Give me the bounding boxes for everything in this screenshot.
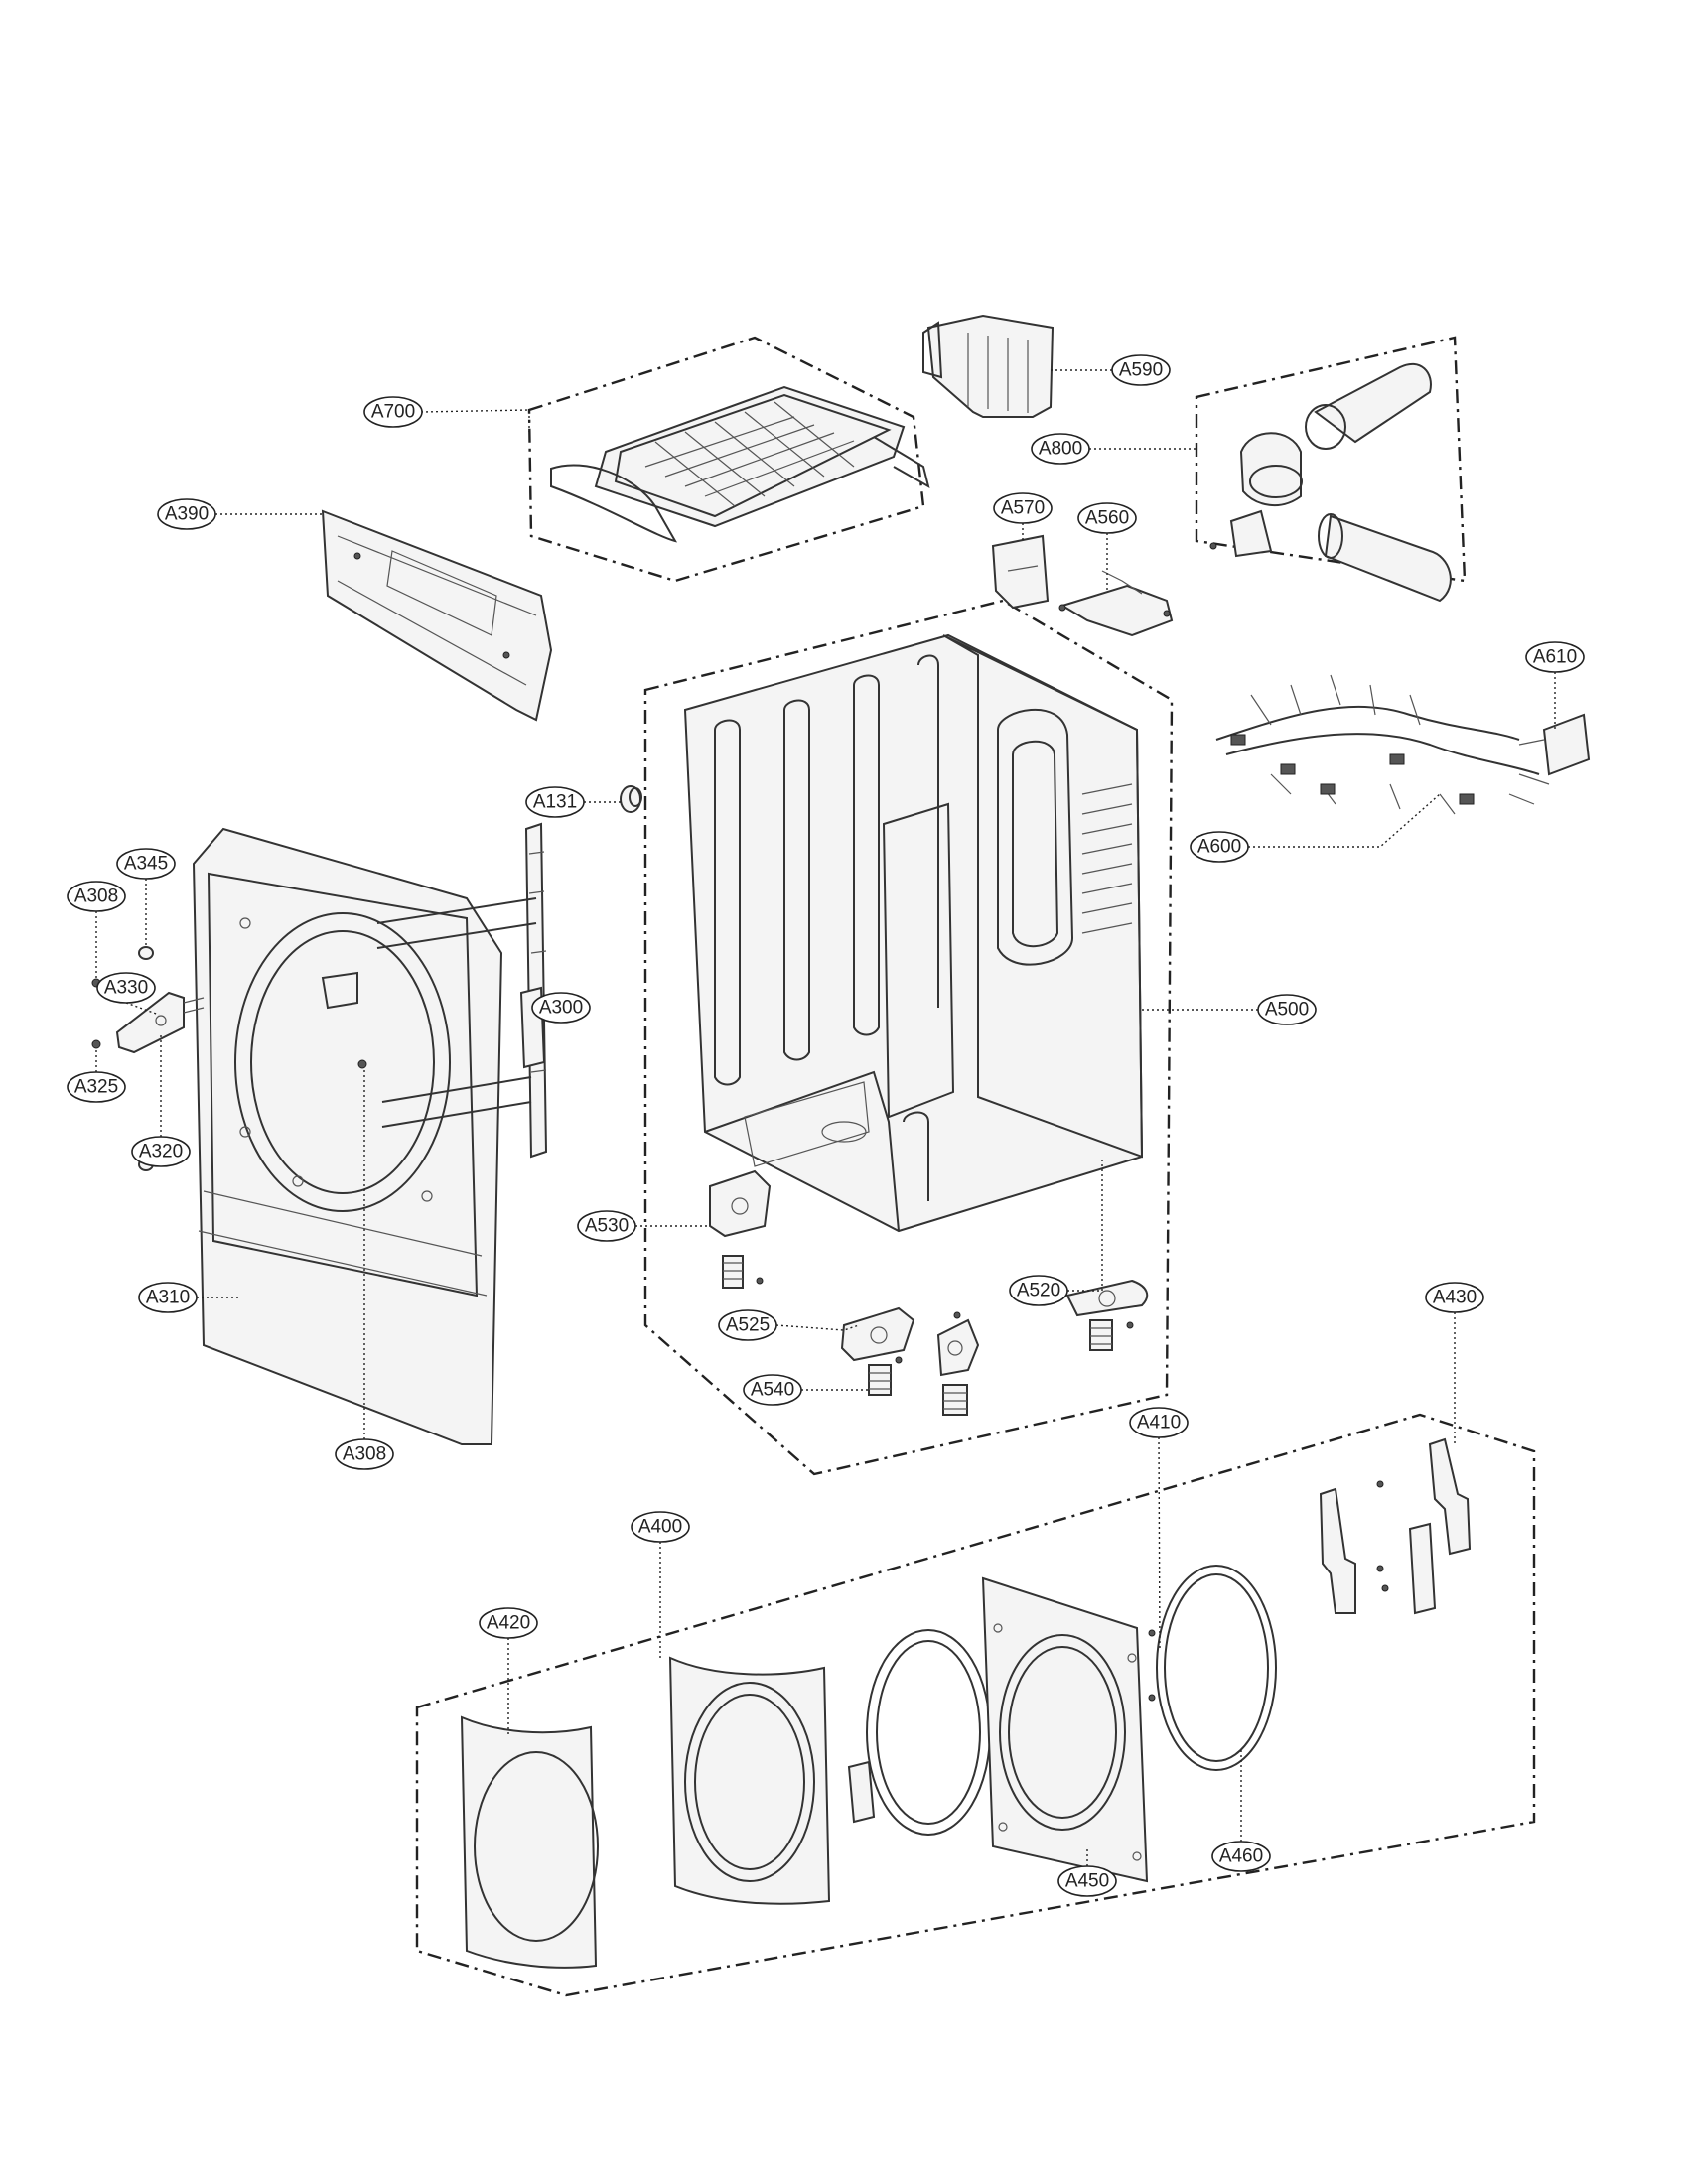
label-A345: A345 <box>116 848 176 880</box>
label-A308-bottom: A308 <box>335 1438 394 1470</box>
label-A590: A590 <box>1111 354 1171 386</box>
svg-text:A530: A530 <box>585 1216 629 1237</box>
label-A325: A325 <box>67 1071 126 1103</box>
door-frame-part <box>668 1656 831 1905</box>
screw-side-part <box>91 1039 101 1049</box>
leg-bracket-center-part <box>936 1311 980 1416</box>
svg-text:A410: A410 <box>1137 1413 1181 1433</box>
svg-text:A320: A320 <box>139 1142 183 1162</box>
group-border-cabinet <box>643 599 1174 1476</box>
label-A570: A570 <box>993 492 1053 524</box>
label-A560: A560 <box>1077 502 1137 534</box>
svg-text:A310: A310 <box>146 1288 190 1308</box>
outer-door-part <box>460 1715 599 1969</box>
group-border-top-plate <box>527 336 925 583</box>
group-border-duct <box>1195 336 1467 583</box>
label-A300: A300 <box>531 992 591 1024</box>
svg-text:A540: A540 <box>751 1380 794 1401</box>
label-A330: A330 <box>96 972 156 1004</box>
label-A520: A520 <box>1009 1275 1068 1306</box>
cover-plate-part <box>991 534 1050 610</box>
svg-text:A800: A800 <box>1039 439 1082 460</box>
svg-text:A308: A308 <box>74 887 118 907</box>
svg-text:A131: A131 <box>533 792 577 813</box>
svg-text:A590: A590 <box>1119 360 1163 381</box>
label-A500: A500 <box>1257 994 1317 1025</box>
svg-text:A430: A430 <box>1433 1288 1477 1308</box>
label-A131: A131 <box>525 786 585 818</box>
label-A308-top: A308 <box>67 881 126 912</box>
label-A450: A450 <box>1057 1865 1117 1897</box>
bracket-part <box>922 314 1055 418</box>
duct-part <box>1209 362 1452 603</box>
label-A320: A320 <box>131 1136 191 1167</box>
svg-text:A330: A330 <box>104 978 148 999</box>
sensor-part <box>1058 570 1174 637</box>
svg-text:A390: A390 <box>165 504 209 525</box>
svg-text:A560: A560 <box>1085 508 1129 529</box>
cabinet-part <box>683 633 1144 1233</box>
small-knob-part <box>620 785 642 813</box>
label-A600: A600 <box>1190 831 1249 863</box>
leader-lines <box>95 369 1556 1866</box>
leg-bracket-front-part <box>840 1306 915 1396</box>
hinge-assembly-part <box>1319 1437 1472 1615</box>
label-A410: A410 <box>1129 1407 1189 1438</box>
gasket-part <box>1148 1565 1277 1771</box>
rear-panel-part <box>321 509 553 722</box>
leg-bracket-right-part <box>1065 1279 1149 1351</box>
front-panel-part <box>192 827 503 1445</box>
svg-text:A460: A460 <box>1219 1846 1263 1867</box>
svg-text:A525: A525 <box>726 1315 770 1336</box>
group-border-door <box>415 1413 1536 1997</box>
label-A610: A610 <box>1525 641 1585 673</box>
inner-door-plate-part <box>981 1576 1149 1883</box>
latch-part <box>115 991 205 1054</box>
svg-text:A450: A450 <box>1065 1871 1109 1892</box>
label-A420: A420 <box>479 1607 538 1639</box>
label-A525: A525 <box>718 1309 777 1341</box>
label-A530: A530 <box>577 1210 636 1242</box>
svg-text:A325: A325 <box>74 1077 118 1098</box>
svg-text:A300: A300 <box>539 998 583 1019</box>
small-clip-part <box>138 946 154 960</box>
label-A800: A800 <box>1031 433 1090 465</box>
label-A430: A430 <box>1425 1282 1484 1313</box>
label-A460: A460 <box>1211 1841 1271 1872</box>
svg-text:A570: A570 <box>1001 498 1045 519</box>
label-A310: A310 <box>138 1282 198 1313</box>
svg-text:A308: A308 <box>343 1444 386 1465</box>
svg-text:A345: A345 <box>124 854 168 875</box>
svg-text:A600: A600 <box>1197 837 1241 858</box>
leg-bracket-left-part <box>709 1169 772 1289</box>
door-glass-ring-part <box>847 1629 991 1836</box>
label-A700: A700 <box>363 396 423 428</box>
svg-text:A700: A700 <box>371 402 415 423</box>
svg-text:A420: A420 <box>487 1613 530 1634</box>
svg-text:A500: A500 <box>1265 1000 1309 1021</box>
svg-text:A610: A610 <box>1533 647 1577 668</box>
wire-harness-part <box>1215 674 1591 815</box>
label-A400: A400 <box>631 1511 690 1543</box>
label-A390: A390 <box>157 498 216 530</box>
svg-text:A520: A520 <box>1017 1281 1060 1301</box>
label-A540: A540 <box>743 1374 802 1406</box>
hinge-bar-part <box>376 822 548 1159</box>
svg-text:A400: A400 <box>638 1517 682 1538</box>
top-plate-part <box>550 385 930 543</box>
